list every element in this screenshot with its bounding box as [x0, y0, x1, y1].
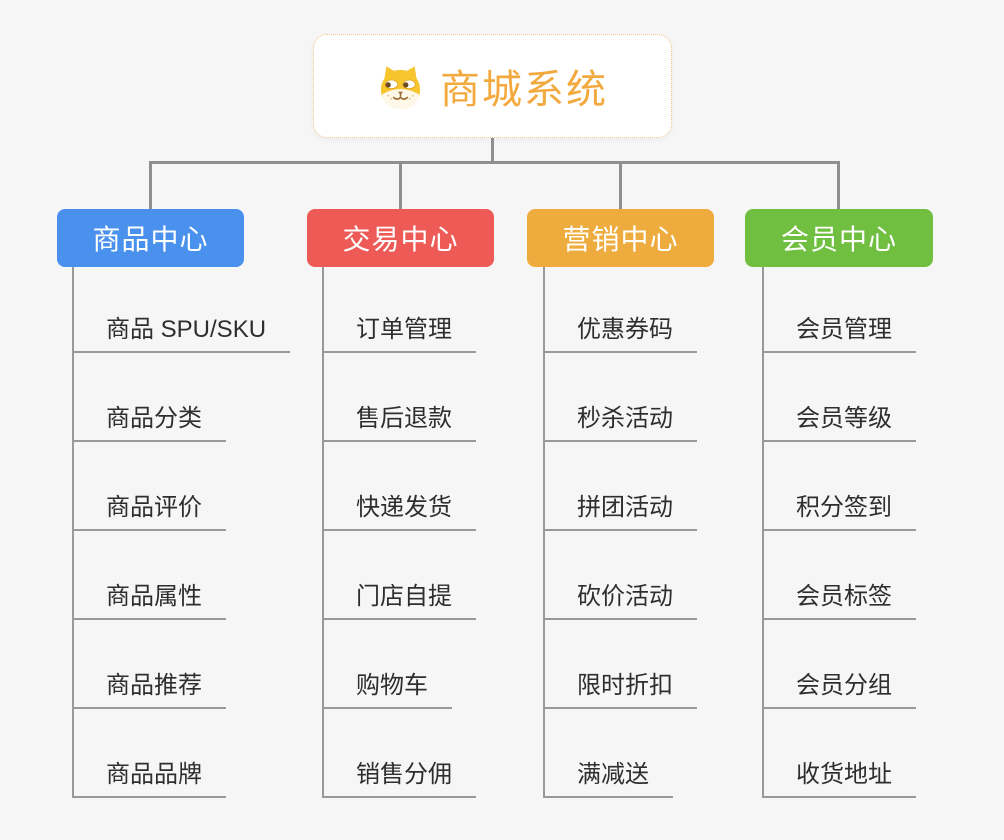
connector-drop-3: [619, 161, 622, 209]
shiba-dog-icon: [377, 63, 424, 110]
child-topic[interactable]: 会员分组: [764, 620, 916, 709]
child-topic[interactable]: 收货地址: [764, 709, 916, 798]
child-topic[interactable]: 积分签到: [764, 442, 916, 531]
child-topic[interactable]: 会员标签: [764, 531, 916, 620]
child-topic[interactable]: 门店自提: [324, 531, 476, 620]
connector-drop-2: [399, 161, 402, 209]
child-topic[interactable]: 订单管理: [324, 264, 476, 353]
connector-drop-1: [149, 161, 152, 209]
branch-node-trade-center[interactable]: 交易中心: [307, 209, 494, 267]
child-topic[interactable]: 满减送: [545, 709, 673, 798]
root-node[interactable]: 商城系统: [313, 34, 672, 138]
child-topic[interactable]: 快递发货: [324, 442, 476, 531]
child-topic[interactable]: 购物车: [324, 620, 452, 709]
root-title: 商城系统: [440, 68, 608, 112]
branch-node-product-center[interactable]: 商品中心: [57, 209, 244, 267]
children-list-marketing: 优惠券码 秒杀活动 拼团活动 砍价活动 限时折扣 满减送: [543, 264, 697, 798]
children-list-trade: 订单管理 售后退款 快递发货 门店自提 购物车 销售分佣: [322, 264, 476, 798]
children-list-product: 商品 SPU/SKU 商品分类 商品评价 商品属性 商品推荐 商品品牌: [72, 264, 291, 798]
child-topic[interactable]: 会员管理: [764, 264, 916, 353]
child-topic[interactable]: 秒杀活动: [545, 353, 697, 442]
child-topic[interactable]: 限时折扣: [545, 620, 697, 709]
child-topic[interactable]: 商品属性: [74, 531, 226, 620]
child-topic[interactable]: 售后退款: [324, 353, 476, 442]
connector-horizontal: [149, 161, 840, 164]
child-topic[interactable]: 销售分佣: [324, 709, 476, 798]
branch-node-member-center[interactable]: 会员中心: [745, 209, 933, 267]
child-topic[interactable]: 商品分类: [74, 353, 226, 442]
connector-root-stub: [491, 138, 494, 164]
child-topic[interactable]: 拼团活动: [545, 442, 697, 531]
children-list-member: 会员管理 会员等级 积分签到 会员标签 会员分组 收货地址: [762, 264, 916, 798]
child-topic[interactable]: 商品 SPU/SKU: [74, 264, 291, 353]
child-topic[interactable]: 会员等级: [764, 353, 916, 442]
branch-node-marketing-center[interactable]: 营销中心: [527, 209, 714, 267]
child-topic[interactable]: 商品推荐: [74, 620, 226, 709]
child-topic[interactable]: 商品评价: [74, 442, 226, 531]
child-topic[interactable]: 商品品牌: [74, 709, 226, 798]
child-topic[interactable]: 优惠券码: [545, 264, 697, 353]
child-topic[interactable]: 砍价活动: [545, 531, 697, 620]
connector-drop-4: [837, 161, 840, 209]
